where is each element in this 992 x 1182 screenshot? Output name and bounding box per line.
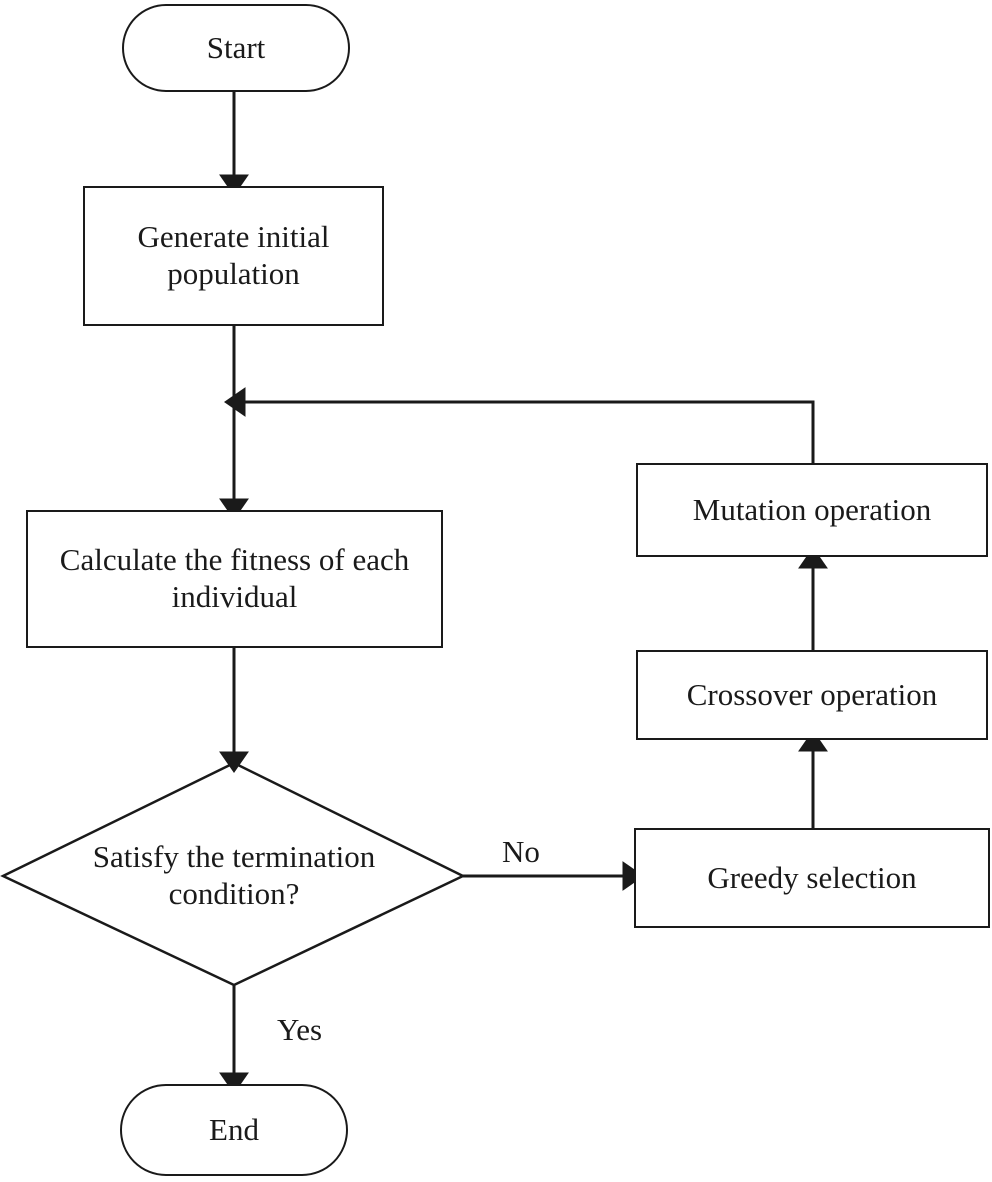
- node-decision-termination-condition[interactable]: Satisfy the termination condition?: [60, 800, 408, 952]
- node-decision-termination-condition-label: Satisfy the termination condition?: [92, 839, 376, 911]
- node-start-label: Start: [206, 29, 266, 65]
- node-generate-initial-population-label: Generate initial population: [137, 219, 330, 291]
- node-generate-initial-population[interactable]: Generate initial population: [83, 186, 384, 326]
- node-calculate-fitness[interactable]: Calculate the fitness of each individual: [26, 510, 443, 648]
- node-crossover-operation[interactable]: Crossover operation: [636, 650, 988, 740]
- node-greedy-selection[interactable]: Greedy selection: [634, 828, 990, 928]
- node-start[interactable]: Start: [122, 4, 350, 92]
- edge-label-no: No: [502, 834, 540, 869]
- node-end-label: End: [209, 1111, 259, 1147]
- node-calculate-fitness-label: Calculate the fitness of each individual: [59, 542, 410, 614]
- node-crossover-operation-label: Crossover operation: [686, 676, 938, 712]
- node-mutation-operation-label: Mutation operation: [692, 491, 932, 527]
- node-end[interactable]: End: [120, 1084, 348, 1176]
- node-mutation-operation[interactable]: Mutation operation: [636, 463, 988, 557]
- node-greedy-selection-label: Greedy selection: [707, 859, 917, 895]
- edge-mutation-feedback-to-trunk: [224, 387, 815, 463]
- edge-label-yes: Yes: [277, 1012, 323, 1047]
